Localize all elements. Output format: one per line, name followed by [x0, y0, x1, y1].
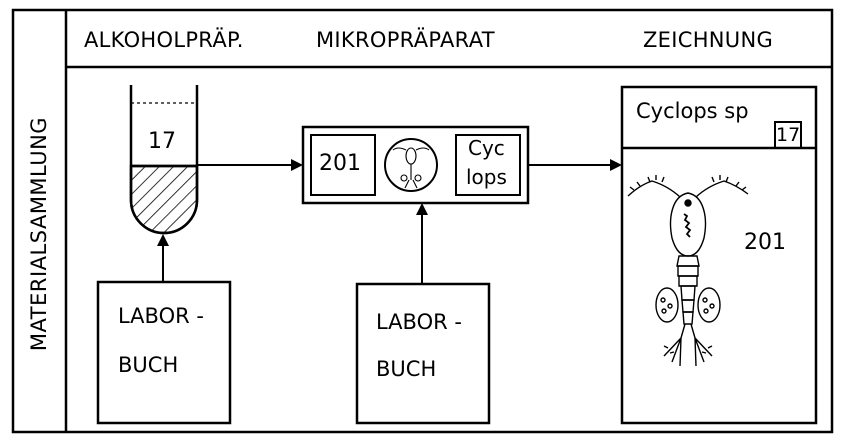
- lab-book-1-line2: BUCH: [118, 353, 179, 377]
- slide-label-line1: Cyc: [468, 136, 505, 160]
- header-mikropraeparat: MIKROPRÄPARAT: [316, 28, 495, 52]
- side-label: MATERIALSAMMLUNG: [27, 116, 51, 352]
- lab-book-box-1: [96, 280, 232, 425]
- lab-book-2-line1: LABOR -: [376, 310, 462, 334]
- lab-book-box-2: [355, 282, 491, 425]
- header-zeichnung: ZEICHNUNG: [643, 28, 774, 52]
- lab-book-1-line1: LABOR -: [118, 304, 204, 328]
- slide-label-line2: lops: [466, 165, 507, 189]
- header-alkoholpraep: ALKOHOLPRÄP.: [84, 28, 244, 52]
- drawing-card-box-number: 17: [774, 121, 802, 149]
- cyclops-drawing: [627, 175, 749, 367]
- drawing-card-number: 201: [744, 230, 786, 255]
- side-label-container: MATERIALSAMMLUNG: [19, 64, 59, 404]
- lab-book-2-line2: BUCH: [376, 357, 437, 381]
- drawing-card-title: Cyclops sp: [636, 99, 749, 123]
- slide-cyclops-icon: [392, 147, 430, 189]
- alcohol-tube: [129, 85, 199, 235]
- slide-number: 201: [319, 151, 361, 176]
- microscope-slide: [301, 125, 530, 205]
- outer-frame: [11, 8, 834, 434]
- tube-number: 17: [148, 129, 176, 154]
